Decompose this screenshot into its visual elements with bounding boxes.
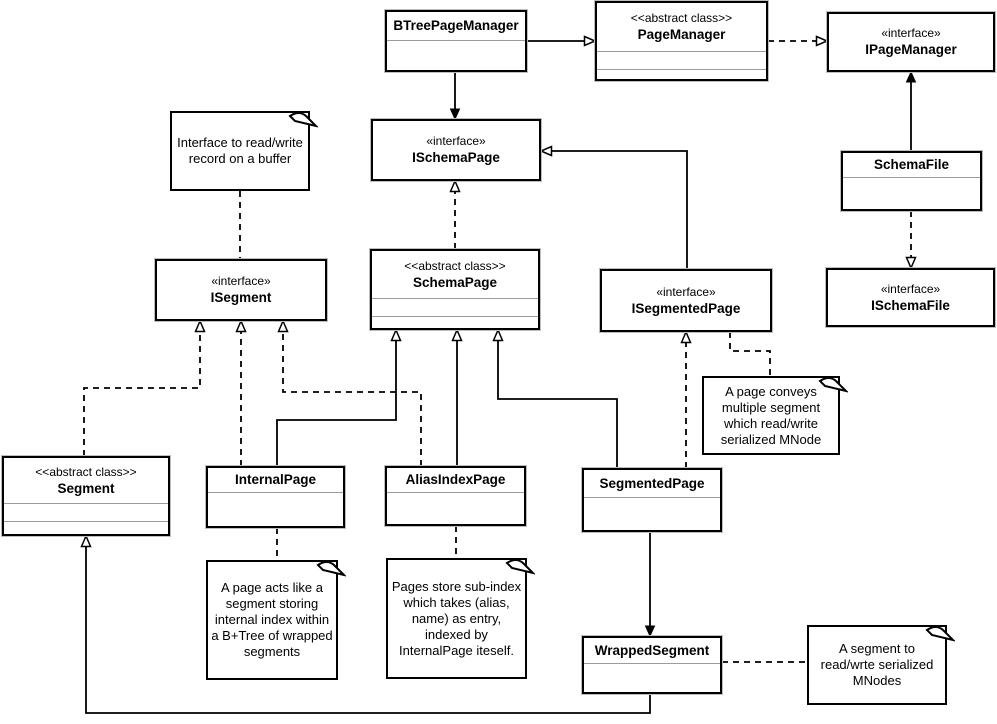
note-text: Interface to read/write record on a buff… xyxy=(177,135,303,166)
class-title: InternalPage xyxy=(208,468,343,492)
note-subindex: Pages store sub-index which takes (alias… xyxy=(386,558,535,679)
class-name: ISegment xyxy=(210,290,272,305)
class-name: SegmentedPage xyxy=(599,475,705,491)
class-schemafile: SchemaFile xyxy=(841,151,982,211)
class-name: PageManager xyxy=(637,27,726,42)
class-name: ISegmentedPage xyxy=(631,300,741,316)
attributes-compartment xyxy=(387,492,524,524)
class-stereotype: <<abstract class>> xyxy=(630,11,733,25)
note-fold-icon xyxy=(316,561,346,577)
attributes-compartment xyxy=(843,177,980,209)
note-fold-icon xyxy=(288,112,318,128)
class-title: «interface» ISchemaPage xyxy=(373,121,539,179)
class-btreepagemanager: BTreePageManager xyxy=(385,10,527,72)
class-stereotype: «interface» xyxy=(880,281,941,296)
class-title: WrappedSegment xyxy=(584,638,720,663)
class-stereotype: <<abstract class>> xyxy=(35,464,137,479)
class-name: AliasIndexPage xyxy=(405,472,506,487)
class-title: «interface» IPageManager xyxy=(829,14,993,70)
note-text: A page conveys multiple segment which re… xyxy=(720,383,822,447)
note-acts: A page acts like a segment storing inter… xyxy=(206,560,346,680)
class-name: SchemaPage xyxy=(412,274,498,290)
class-segment: <<abstract class>> Segment xyxy=(2,456,170,536)
class-name: InternalPage xyxy=(234,472,317,487)
class-title: <<abstract class>> Segment xyxy=(4,458,168,503)
class-stereotype: <<abstract class>> xyxy=(404,258,506,273)
interface-ischemafile: «interface» ISchemaFile xyxy=(826,268,995,327)
attributes-compartment xyxy=(208,492,343,526)
class-stereotype: «interface» xyxy=(211,274,271,288)
interface-isegmentedpage: «interface» ISegmentedPage xyxy=(600,269,772,332)
note-fold-icon xyxy=(505,559,535,575)
class-name: WrappedSegment xyxy=(594,642,710,658)
class-wrappedsegment: WrappedSegment xyxy=(582,636,722,694)
interface-ipagemanager: «interface» IPageManager xyxy=(827,12,995,72)
attributes-compartment xyxy=(597,51,766,69)
edge-isegmentedpage-conveysnote xyxy=(729,332,771,376)
note-fold-icon xyxy=(925,626,955,642)
note-segment: A segment to read/wrte serialized MNodes xyxy=(807,625,955,705)
class-internalpage: InternalPage xyxy=(206,466,345,528)
class-title: SegmentedPage xyxy=(584,470,720,497)
class-name: IPageManager xyxy=(865,42,957,57)
attributes-compartment xyxy=(372,298,538,316)
operations-compartment xyxy=(597,69,766,79)
attributes-compartment xyxy=(584,497,720,530)
edge-isegmentedpage-ischemapage xyxy=(539,145,688,269)
class-title: «interface» ISegmentedPage xyxy=(602,271,770,330)
edge-segment-isegment xyxy=(83,319,206,456)
class-name: ISchemaPage xyxy=(412,150,500,165)
class-segmentedpage: SegmentedPage xyxy=(582,468,722,532)
class-title: «interface» ISegment xyxy=(157,261,325,319)
class-title: SchemaFile xyxy=(843,153,980,177)
class-title: <<abstract class>> PageManager xyxy=(597,3,766,51)
note-conveys: A page conveys multiple segment which re… xyxy=(702,376,848,455)
class-title: «interface» ISchemaFile xyxy=(828,270,993,325)
note-text: A segment to read/wrte serialized MNodes xyxy=(820,641,934,688)
operations-compartment xyxy=(372,316,538,328)
note-text: A page acts like a segment storing inter… xyxy=(211,580,333,659)
attributes-compartment xyxy=(387,40,525,70)
class-pagemanager: <<abstract class>> PageManager xyxy=(595,1,768,81)
attributes-compartment xyxy=(584,663,720,692)
class-aliasindexpage: AliasIndexPage xyxy=(385,466,526,526)
note-buffer: Interface to read/write record on a buff… xyxy=(170,111,318,191)
note-text: Pages store sub-index which takes (alias… xyxy=(391,578,522,658)
class-title: BTreePageManager xyxy=(387,12,525,40)
class-name: BTreePageManager xyxy=(393,18,519,33)
edge-segmentedpage-schemapage xyxy=(492,328,618,468)
edge-internalpage-schemapage xyxy=(276,328,402,466)
edge-aliasindexpage-isegment xyxy=(277,319,422,466)
note-fold-icon xyxy=(818,377,848,393)
class-name: Segment xyxy=(57,480,115,496)
operations-compartment xyxy=(4,521,168,534)
interface-ischemapage: «interface» ISchemaPage xyxy=(371,119,541,181)
interface-isegment: «interface» ISegment xyxy=(155,259,327,321)
class-title: AliasIndexPage xyxy=(387,468,524,492)
class-title: <<abstract class>> SchemaPage xyxy=(372,251,538,298)
edge-wrappedsegment-segment xyxy=(80,534,651,714)
class-stereotype: «interface» xyxy=(881,26,941,40)
attributes-compartment xyxy=(4,503,168,521)
class-schemapage: <<abstract class>> SchemaPage xyxy=(370,249,540,330)
class-stereotype: «interface» xyxy=(426,134,486,148)
class-stereotype: «interface» xyxy=(656,284,716,299)
class-name: SchemaFile xyxy=(873,157,950,172)
class-name: ISchemaFile xyxy=(871,297,950,313)
